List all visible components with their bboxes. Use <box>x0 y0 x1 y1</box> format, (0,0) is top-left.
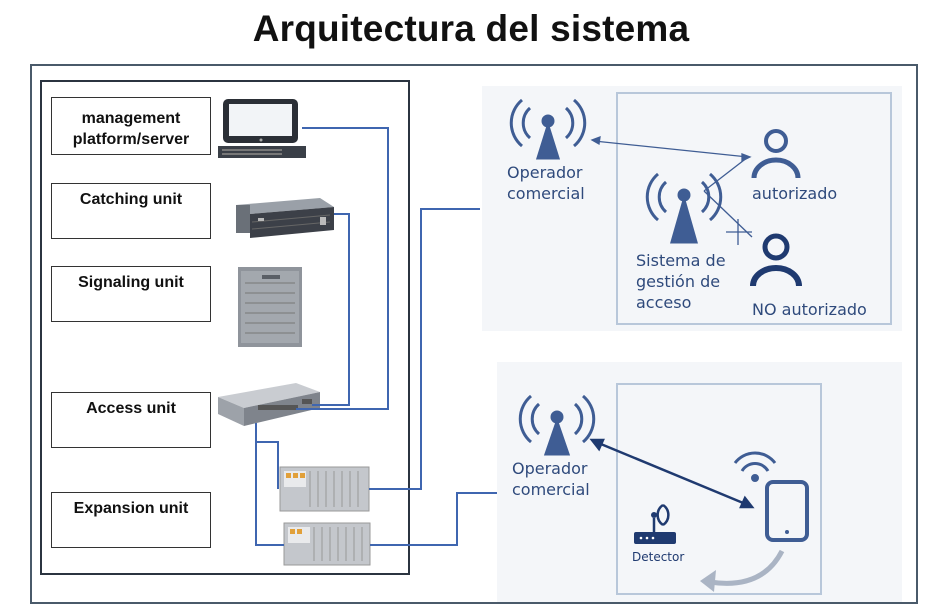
smartphone-icon <box>765 480 809 542</box>
unit-label-line: Catching unit <box>79 191 183 208</box>
antenna-tower-icon <box>509 98 587 160</box>
connection-wires <box>255 127 497 546</box>
unit-label-line: Expansion unit <box>73 500 189 517</box>
unit-label-signaling: Signaling unit <box>51 266 211 322</box>
unit-label-expansion: Expansion unit <box>51 492 211 548</box>
text-line: Sistema de <box>636 251 726 270</box>
page-title: Arquitectura del sistema <box>252 8 690 49</box>
bottom-diagram-box <box>616 383 822 595</box>
text-line: comercial <box>512 480 590 499</box>
top-diagram-box <box>616 92 892 325</box>
wire-access-expansion <box>255 423 279 489</box>
bottom-operator-label: Operador comercial <box>512 458 590 500</box>
unauthorized-label: NO autorizado <box>752 300 867 319</box>
antenna-tower-icon <box>645 172 723 244</box>
switch-icon <box>218 383 320 426</box>
outer-frame <box>30 64 918 604</box>
person-icon <box>751 129 801 179</box>
authorized-label: autorizado <box>752 184 838 203</box>
text-line: Operador <box>512 459 588 478</box>
top-diagram-bg <box>482 86 902 331</box>
unit-label-line: management <box>81 110 181 127</box>
antenna-tower-icon <box>518 394 596 456</box>
top-operator-label: Operador comercial <box>507 162 585 204</box>
expansion-module-icon <box>283 522 371 566</box>
detector-label: Detector <box>632 550 685 564</box>
hardware-panel <box>40 80 410 575</box>
wifi-icon <box>733 451 777 482</box>
monitor-icon <box>218 99 306 158</box>
unit-label-line: Access unit <box>86 400 176 417</box>
bottom-diagram-bg <box>497 362 902 602</box>
wire-expansion-bottom <box>370 492 497 546</box>
unit-label-catching: Catching unit <box>51 183 211 239</box>
text-line: acceso <box>636 293 692 312</box>
unit-label-management: management platform/server <box>51 97 211 155</box>
wire-expansion-chain <box>255 442 284 546</box>
unit-label-line: Signaling unit <box>78 274 184 291</box>
router-icon <box>634 503 676 544</box>
unit-label-access: Access unit <box>51 392 211 448</box>
text-line: gestión de <box>636 272 721 291</box>
text-line: Operador <box>507 163 583 182</box>
curved-arrow-icon <box>700 549 785 592</box>
radio-unit-icon <box>238 267 302 347</box>
access-system-label: Sistema de gestión de acceso <box>636 250 726 313</box>
unit-label-line: platform/server <box>72 131 190 148</box>
wire-expansion-top <box>369 208 480 490</box>
wire-catching-access <box>312 213 350 406</box>
signal-arrows <box>590 136 753 245</box>
text-line: comercial <box>507 184 585 203</box>
expansion-module-icon <box>279 466 370 512</box>
wire-server-access <box>296 127 389 410</box>
signal-arrow <box>589 438 755 509</box>
server-rack-icon <box>236 198 334 238</box>
person-icon <box>750 233 802 287</box>
